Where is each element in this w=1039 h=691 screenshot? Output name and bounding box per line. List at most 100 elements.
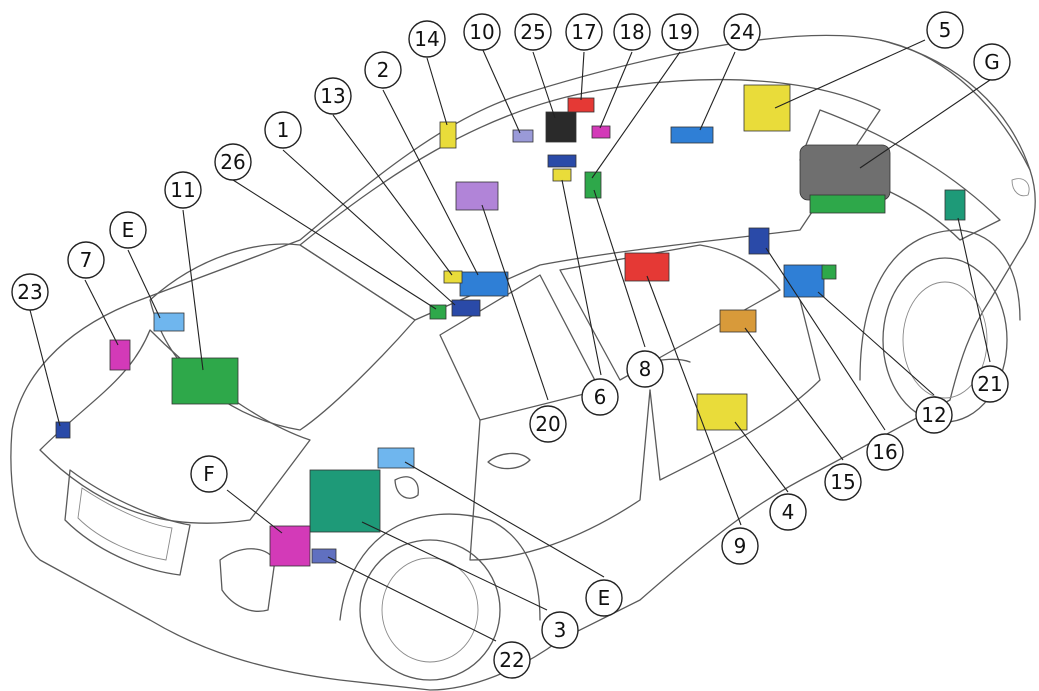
leader-19 [591,51,681,179]
headlight-left [219,548,276,612]
callout-label: 19 [667,20,692,44]
module-22 [311,548,337,564]
front-door-line [469,389,651,561]
callout-circle [723,13,761,51]
callout-F: F [190,455,228,493]
callout-23: 23 [11,273,49,311]
callout-1: 1 [264,111,302,149]
callout-label: 1 [277,118,290,142]
callout-G: G [973,43,1011,81]
roof-outline [299,78,881,321]
callout-label: 21 [977,372,1002,396]
leader-10 [481,47,521,134]
front-grille [64,469,191,576]
module-17 [567,97,595,113]
leader-26 [232,179,437,310]
callout-label: 4 [782,500,795,524]
grille-inner [77,487,173,561]
leader-E-lower [404,461,605,578]
leader-11 [182,209,204,371]
callout-13: 13 [314,77,352,115]
callout-20: 20 [529,405,567,443]
leader-22 [327,556,497,642]
leader-13 [332,114,453,276]
callout-circle [661,13,699,51]
module-E-upper [153,312,185,332]
callout-circle [190,455,228,493]
callout-10: 10 [463,13,501,51]
module-13 [443,270,463,284]
callout-circle [109,211,147,249]
module-4 [696,393,748,431]
car-outline [10,34,1036,691]
callout-label: 9 [734,534,747,558]
module-F [269,525,311,567]
module-18 [591,125,611,139]
rear-wheel-arch [859,229,1021,381]
callout-24: 24 [723,13,761,51]
module-25 [545,111,577,143]
module-12-green [821,264,837,280]
leader-3 [361,521,548,611]
callout-circle [529,405,567,443]
callout-label: 6 [594,385,607,409]
callout-circle [364,51,402,89]
rear-side-window [559,244,781,381]
callout-label: E [122,218,135,242]
callout-15: 15 [824,463,862,501]
callout-label: 13 [320,84,345,108]
callout-circle [613,13,651,51]
callout-label: 5 [939,18,952,42]
callout-21: 21 [971,365,1009,403]
leader-lines [29,39,991,642]
callout-5: 5 [926,11,964,49]
module-8-area [547,154,577,168]
callout-label: 11 [170,178,195,202]
callout-circle [769,493,807,531]
module-12 [783,264,825,298]
callout-circle [915,396,953,434]
module-2 [459,271,509,297]
callout-circle [164,171,202,209]
rear-door-line [649,299,821,481]
callout-label: 16 [872,440,897,464]
leader-E-upper [127,249,161,319]
module-11 [171,357,239,405]
callout-label: F [203,462,215,486]
callout-label: 8 [639,357,652,381]
callout-label: 15 [830,470,855,494]
leader-12 [817,291,935,396]
callout-circle [214,143,252,181]
module-G-base [809,194,886,214]
callout-circle [721,527,759,565]
callout-circle [581,378,619,416]
leader-1 [282,149,456,306]
front-side-window [439,274,601,421]
module-3 [309,469,381,533]
leader-20 [481,204,549,401]
leader-24 [699,51,736,131]
callout-circle [314,77,352,115]
side-vent [487,452,531,470]
callout-E-26: E [109,211,147,249]
leader-17 [580,51,585,101]
callout-circle [973,43,1011,81]
module-10 [512,129,534,143]
callout-circle [926,11,964,49]
callout-8: 8 [626,350,664,388]
callout-label: 24 [729,20,754,44]
callout-22: 22 [493,641,531,679]
callout-circle [463,13,501,51]
module-19 [584,171,602,199]
callout-16: 16 [866,433,904,471]
leader-8 [593,189,646,348]
callout-17: 17 [565,13,603,51]
callout-circle [514,13,552,51]
side-mirror [394,476,419,499]
front-wheel-rim [381,557,479,663]
callout-circle [264,111,302,149]
callout-26: 26 [214,143,252,181]
callout-9: 9 [721,527,759,565]
